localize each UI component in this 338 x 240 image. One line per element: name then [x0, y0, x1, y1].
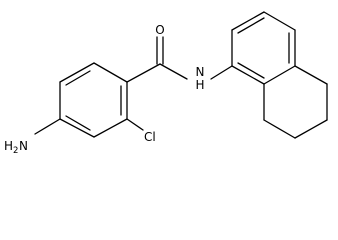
bond — [263, 119, 296, 139]
bond — [210, 65, 233, 80]
atom-labels: O N H Cl H 2 N — [4, 23, 205, 155]
bond — [126, 118, 144, 131]
double-bond-inner — [65, 115, 91, 131]
amide-hydrogen-label: H — [195, 78, 204, 92]
amino-nitrogen-label: N — [19, 139, 28, 153]
double-bond-inner — [237, 17, 265, 34]
amino-subscript-label: 2 — [13, 146, 18, 155]
amide-nitrogen-label: N — [196, 65, 205, 79]
double-bond-inner — [237, 62, 265, 79]
bond — [59, 118, 95, 138]
bond — [294, 119, 328, 139]
bond — [59, 62, 95, 83]
carbonyl-oxygen-label: O — [155, 23, 164, 37]
bond — [34, 118, 61, 135]
bond — [263, 65, 296, 85]
structure-diagram: O N H Cl H 2 N — [4, 11, 328, 155]
bond — [159, 63, 188, 80]
bond — [93, 118, 128, 138]
amino-hydrogen-label: H — [4, 139, 13, 153]
bond — [93, 62, 128, 83]
double-bond-inner — [65, 70, 91, 86]
bond — [126, 63, 161, 83]
bond — [231, 65, 265, 85]
bonds — [34, 11, 328, 139]
chlorine-label: Cl — [144, 130, 156, 144]
bond — [263, 11, 296, 31]
bond — [294, 65, 328, 85]
bond — [231, 11, 265, 31]
